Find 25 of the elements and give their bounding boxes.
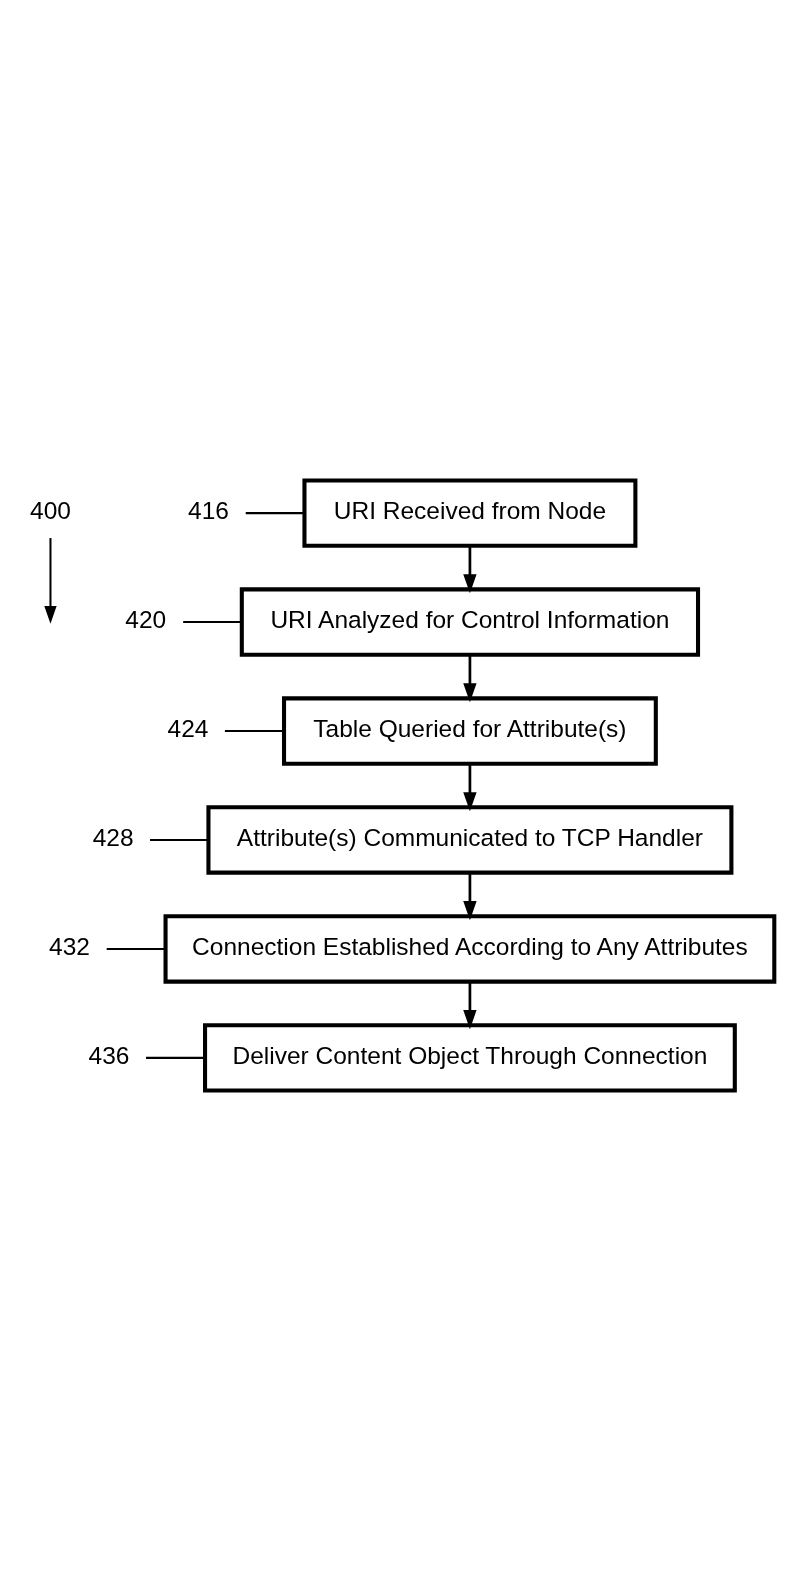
- arrow: [463, 545, 477, 593]
- node-text: 400: [30, 496, 71, 524]
- connector: [106, 947, 166, 950]
- connector: [146, 1056, 205, 1059]
- arrow: [463, 654, 477, 702]
- node-box: Attribute(s) Communicated to TCP Handler: [206, 804, 734, 875]
- arrow: [44, 537, 57, 624]
- node-text: 436: [88, 1041, 130, 1069]
- arrow: [463, 763, 477, 811]
- node-box: Deliver Content Object Through Connection: [203, 1022, 737, 1093]
- node-text: 432: [49, 932, 90, 960]
- node-box: URI Received from Node: [302, 477, 638, 548]
- node-box: Connection Established According to Any Attributes: [163, 913, 777, 984]
- connector: [183, 620, 242, 623]
- connector: [150, 838, 209, 841]
- node-box: Table Queried for Attribute(s): [282, 695, 658, 766]
- arrow: [463, 872, 477, 920]
- connector: [245, 511, 305, 514]
- node-text: 420: [125, 605, 167, 633]
- connector: [224, 729, 284, 732]
- node-text: 428: [92, 823, 134, 851]
- arrow: [463, 981, 477, 1029]
- node-text: 424: [167, 714, 209, 742]
- node-text: 416: [188, 496, 229, 524]
- node-box: URI Analyzed for Control Information: [239, 586, 701, 657]
